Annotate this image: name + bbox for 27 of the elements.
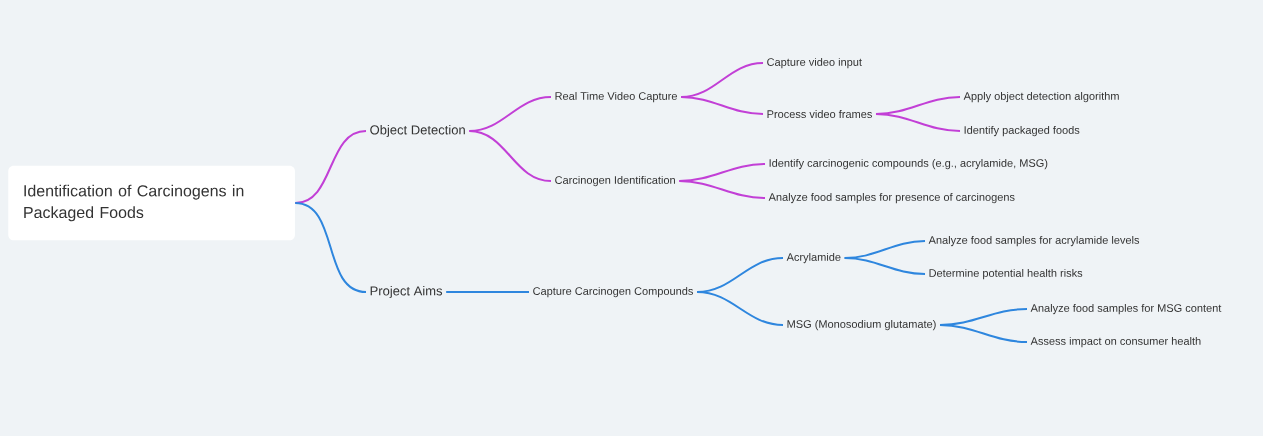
subtopic-label: Capture video input (767, 57, 862, 69)
subtopic-label: Process video frames (767, 109, 872, 119)
subtopic-label: Capture Carcinogen Compounds (533, 286, 693, 298)
branch-line (875, 113, 961, 132)
branch-line (678, 180, 766, 199)
subtopic-label: Determine potential health risks (929, 268, 1083, 280)
subtopic-label: Apply object detection algorithm (963, 91, 1119, 103)
subtopic-label: Acrylamide (786, 252, 841, 264)
branch-line (696, 291, 784, 326)
subtopic-label: Analyze food samples for presence of carcinogens (768, 192, 1015, 204)
branch-line (294, 202, 367, 293)
subtopic-label: Analyze food samples for acrylamide levels (928, 235, 1140, 247)
subtopic-label: Assess impact on consumer health (1030, 336, 1201, 348)
subtopic-label: Real Time Video Capture (555, 91, 677, 103)
subtopic-label: MSG (Monosodium glutamate) (787, 319, 936, 331)
subtopic-label: Identify carcinogenic compounds (e.g., acrylamide, MSG) (769, 158, 1048, 170)
branch-topic: Project Aims (370, 285, 443, 299)
central-topic-box: Identification of Carcinogens in Packaged Foods (8, 165, 295, 241)
subtopic-label: Analyze food samples for MSG content (1030, 303, 1222, 315)
branch-line (468, 130, 552, 182)
branch-line (445, 291, 530, 293)
branch-topic: Object Detection (370, 124, 465, 138)
branch-line (843, 257, 926, 275)
branch-line (939, 324, 1028, 343)
subtopic-label: Identify packaged foods (964, 125, 1080, 137)
subtopic-label: Carcinogen Identification (555, 175, 675, 187)
branch-line (680, 96, 764, 115)
